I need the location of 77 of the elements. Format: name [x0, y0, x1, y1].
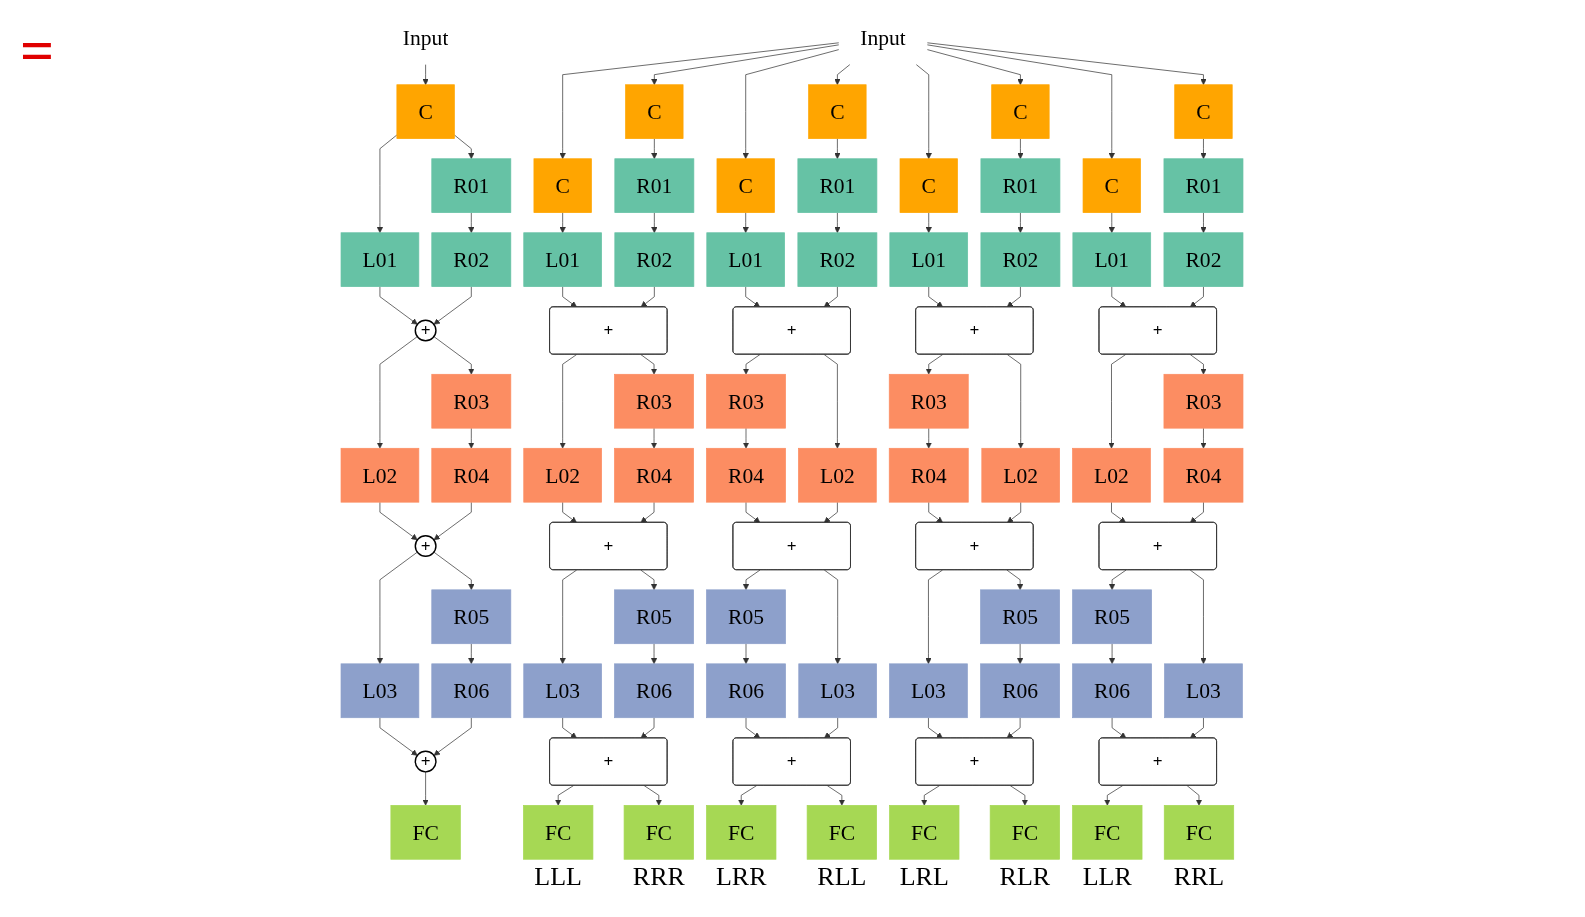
node-box: L01 [1072, 232, 1152, 287]
path-code: RLL [817, 863, 867, 892]
path-code: RRR [632, 863, 685, 892]
node-box: C [899, 158, 958, 213]
node-box: R01 [431, 158, 512, 213]
node-box: R06 [706, 663, 786, 719]
node-circle: + [414, 319, 437, 342]
node-box: C [396, 84, 455, 139]
node-box: FC [806, 805, 877, 860]
node-box: C [716, 158, 775, 213]
node-box: L01 [523, 232, 602, 287]
node-box: L01 [889, 232, 968, 287]
node-box: L03 [798, 663, 877, 719]
node-box: L03 [523, 663, 602, 719]
node-box: R05 [614, 589, 694, 645]
path-code: RRL [1173, 863, 1225, 892]
node-box: R04 [706, 447, 786, 503]
node-box: R02 [614, 232, 695, 287]
node-box: R05 [431, 589, 512, 645]
node-box: C [808, 84, 867, 139]
node-box: R01 [614, 158, 695, 213]
node-box: L03 [889, 663, 968, 719]
node-box: L02 [1072, 447, 1151, 503]
node-box: L02 [523, 447, 602, 503]
node-circle: + [414, 535, 437, 558]
node-box: R06 [980, 663, 1060, 719]
equals-sign: = [20, 20, 55, 80]
node-box: L01 [706, 232, 785, 287]
node-box: R06 [1072, 663, 1152, 719]
node-box: L02 [981, 447, 1060, 503]
node-box: L02 [798, 447, 877, 503]
node-box: R06 [614, 663, 694, 719]
node-box: L01 [340, 232, 420, 287]
node-box: FC [706, 805, 777, 860]
path-code: LLL [534, 863, 582, 892]
node-box: R01 [1163, 158, 1244, 213]
node-box: R05 [1072, 589, 1152, 645]
node-box: R02 [1163, 232, 1244, 287]
node-box: R06 [431, 663, 512, 719]
node-box: L02 [340, 447, 420, 503]
node-box: R05 [980, 589, 1060, 645]
path-code: LRL [899, 863, 949, 892]
node-box: C [991, 84, 1050, 139]
node-box: FC [523, 805, 594, 860]
node-box: FC [889, 805, 960, 860]
node-box: R03 [888, 373, 969, 429]
node-box: L03 [1164, 663, 1243, 719]
node-box: R05 [706, 589, 786, 645]
node-text: Input [402, 25, 449, 50]
node-box: FC [390, 805, 461, 860]
node-box: R02 [431, 232, 512, 287]
node-box: R04 [431, 447, 512, 503]
node-box: R03 [614, 373, 694, 429]
node-box: FC [623, 805, 694, 860]
node-box: R03 [706, 373, 786, 429]
node-box: FC [1072, 805, 1143, 860]
node-text: Input [860, 25, 906, 50]
node-box: R02 [980, 232, 1061, 287]
path-code: LLR [1082, 863, 1132, 892]
node-box: R04 [888, 447, 969, 503]
node-box: L03 [340, 663, 420, 719]
node-box: R03 [1163, 373, 1244, 429]
node-circle: + [414, 750, 437, 773]
node-box: R02 [797, 232, 878, 287]
node-box: C [625, 84, 684, 139]
node-box: R03 [431, 373, 512, 429]
node-box: C [1174, 84, 1233, 139]
path-code: LRR [715, 863, 767, 892]
node-box: R04 [1163, 447, 1244, 503]
node-box: FC [989, 805, 1060, 860]
node-box: R01 [980, 158, 1061, 213]
path-code: RLR [999, 863, 1051, 892]
node-box: C [533, 158, 592, 213]
node-box: FC [1163, 805, 1235, 860]
node-box: R01 [797, 158, 878, 213]
node-box: R04 [614, 447, 694, 503]
node-box: C [1082, 158, 1141, 213]
